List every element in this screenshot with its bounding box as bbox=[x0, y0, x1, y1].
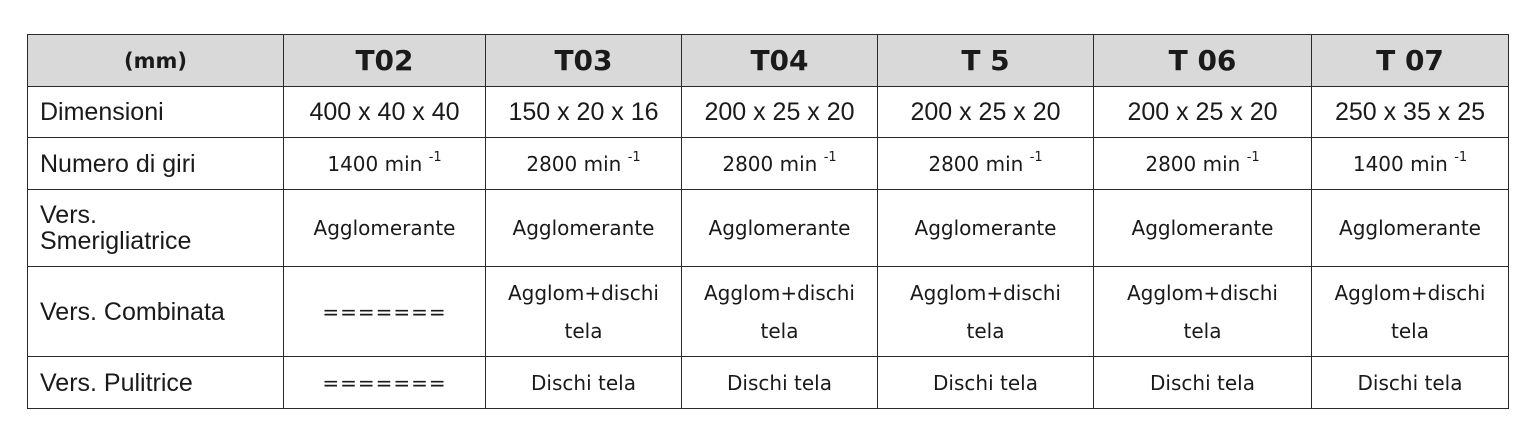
rpm-value: 2800 min bbox=[722, 151, 818, 176]
cell-line: Agglom+dischi bbox=[1334, 280, 1486, 305]
row-label: Vers.Smerigliatrice bbox=[27, 189, 284, 267]
table-cell: Agglom+dischi tela bbox=[1311, 266, 1509, 357]
table-cell: 1400 min -1 bbox=[283, 137, 486, 190]
table-cell: 2800 min -1 bbox=[1093, 137, 1312, 190]
row-vers-combinata: Vers. Combinata ======= Agglom+dischi tel… bbox=[27, 266, 1509, 357]
unit-header: (mm) bbox=[27, 34, 284, 87]
table-cell: Dischi tela bbox=[1311, 356, 1509, 409]
table-cell: 200 x 25 x 20 bbox=[877, 86, 1094, 138]
rpm-value: 2800 min bbox=[526, 151, 622, 176]
table-cell: Agglomerante bbox=[485, 189, 682, 267]
table-cell: Agglom+dischi tela bbox=[877, 266, 1094, 357]
table-cell: ======= bbox=[283, 266, 486, 357]
rpm-unit-exponent: -1 bbox=[1246, 149, 1260, 165]
table-cell: 250 x 35 x 25 bbox=[1311, 86, 1509, 138]
rpm-unit-exponent: -1 bbox=[823, 149, 837, 165]
model-header: T04 bbox=[681, 34, 878, 87]
table-cell: Agglomerante bbox=[1093, 189, 1312, 267]
table-cell: Dischi tela bbox=[877, 356, 1094, 409]
rpm-unit-exponent: -1 bbox=[1029, 149, 1043, 165]
table-cell: Dischi tela bbox=[1093, 356, 1312, 409]
row-label: Dimensioni bbox=[27, 86, 284, 138]
model-header: T02 bbox=[283, 34, 486, 87]
table-cell: Dischi tela bbox=[485, 356, 682, 409]
specs-table: (mm) T02 T03 T04 T 5 T 06 T 07 Dimension… bbox=[27, 34, 1509, 409]
model-header: T03 bbox=[485, 34, 682, 87]
rpm-value: 2800 min bbox=[1145, 151, 1241, 176]
table-cell: Dischi tela bbox=[681, 356, 878, 409]
table-cell: Agglomerante bbox=[877, 189, 1094, 267]
row-label-line: Vers. bbox=[40, 201, 97, 229]
row-dimensioni: Dimensioni 400 x 40 x 40 150 x 20 x 16 2… bbox=[27, 86, 1509, 138]
row-label: Numero di giri bbox=[27, 137, 284, 190]
model-header: T 07 bbox=[1311, 34, 1509, 87]
table-cell: 1400 min -1 bbox=[1311, 137, 1509, 190]
table-cell: 200 x 25 x 20 bbox=[681, 86, 878, 138]
rpm-unit-exponent: -1 bbox=[428, 149, 442, 165]
model-header: T 06 bbox=[1093, 34, 1312, 87]
rpm-unit-exponent: -1 bbox=[627, 149, 641, 165]
cell-line: tela bbox=[1183, 318, 1222, 343]
row-numero-di-giri: Numero di giri 1400 min -1 2800 min -1 2… bbox=[27, 137, 1509, 190]
table-cell: 150 x 20 x 16 bbox=[485, 86, 682, 138]
model-header: T 5 bbox=[877, 34, 1094, 87]
row-label: Vers. Pulitrice bbox=[27, 356, 284, 409]
row-label: Vers. Combinata bbox=[27, 266, 284, 357]
header-row: (mm) T02 T03 T04 T 5 T 06 T 07 bbox=[27, 34, 1509, 87]
table-cell: Agglomerante bbox=[681, 189, 878, 267]
rpm-value: 1400 min bbox=[1352, 151, 1448, 176]
table-cell: Agglom+dischi tela bbox=[1093, 266, 1312, 357]
row-vers-smerigliatrice: Vers.Smerigliatrice Agglomerante Agglome… bbox=[27, 189, 1509, 267]
specs-table-container: (mm) T02 T03 T04 T 5 T 06 T 07 Dimension… bbox=[27, 34, 1509, 409]
cell-line: tela bbox=[1391, 318, 1429, 343]
cell-line: Agglom+dischi bbox=[909, 280, 1061, 305]
rpm-value: 2800 min bbox=[928, 151, 1024, 176]
row-label-line: Smerigliatrice bbox=[40, 227, 192, 255]
cell-line: Agglom+dischi bbox=[507, 280, 659, 305]
table-cell: 2800 min -1 bbox=[877, 137, 1094, 190]
table-cell: 2800 min -1 bbox=[485, 137, 682, 190]
row-vers-pulitrice: Vers. Pulitrice ======= Dischi tela Disc… bbox=[27, 356, 1509, 409]
table-cell: Agglomerante bbox=[283, 189, 486, 267]
table-cell: Agglom+dischi tela bbox=[681, 266, 878, 357]
table-cell: ======= bbox=[283, 356, 486, 409]
cell-line: tela bbox=[564, 318, 603, 343]
cell-line: Agglom+dischi bbox=[703, 280, 855, 305]
cell-line: Agglom+dischi bbox=[1126, 280, 1278, 305]
cell-line: tela bbox=[760, 318, 799, 343]
rpm-value: 1400 min bbox=[327, 151, 423, 176]
table-cell: Agglom+dischi tela bbox=[485, 266, 682, 357]
table-cell: 200 x 25 x 20 bbox=[1093, 86, 1312, 138]
cell-line: tela bbox=[966, 318, 1005, 343]
table-cell: Agglomerante bbox=[1311, 189, 1509, 267]
table-cell: 2800 min -1 bbox=[681, 137, 878, 190]
table-cell: 400 x 40 x 40 bbox=[283, 86, 486, 138]
rpm-unit-exponent: -1 bbox=[1454, 149, 1468, 165]
